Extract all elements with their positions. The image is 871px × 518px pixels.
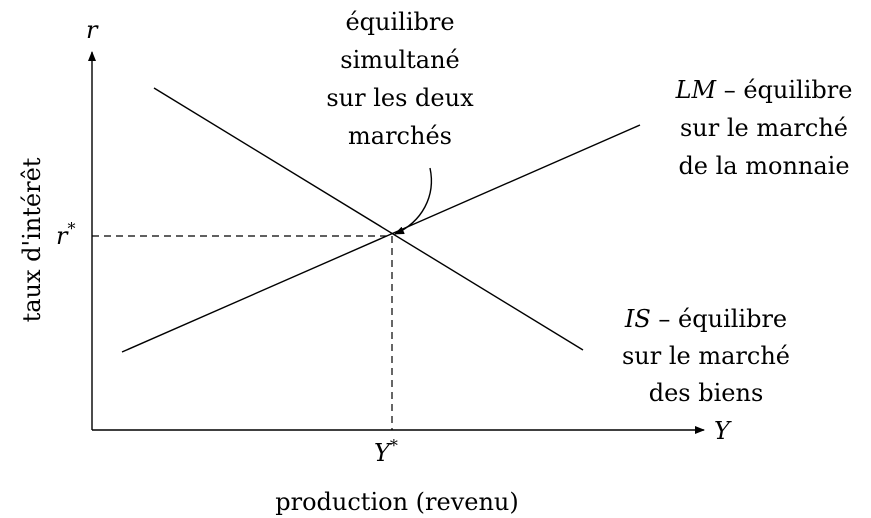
x-axis-symbol: Y xyxy=(714,417,732,445)
lm-label-line-2: sur le marché xyxy=(680,114,848,142)
r-star-label: r* xyxy=(56,219,75,250)
annotation-line-3: sur les deux xyxy=(326,84,474,112)
y-star-label: Y* xyxy=(374,436,398,467)
lm-label: LM – équilibre sur le marché de la monna… xyxy=(675,76,853,180)
annotation-line-2: simultané xyxy=(340,46,460,74)
is-label-line-3: des biens xyxy=(649,379,764,407)
y-axis-label: taux d'intérêt xyxy=(18,157,46,322)
lm-curve xyxy=(121,124,641,353)
annotation-line-4: marchés xyxy=(348,122,452,150)
y-axis-symbol: r xyxy=(86,16,99,44)
x-axis-label: production (revenu) xyxy=(275,488,518,516)
annotation-arrow xyxy=(394,167,432,235)
equilibrium-annotation: équilibre simultané sur les deux marchés xyxy=(326,8,474,150)
lm-label-line-1: LM – équilibre xyxy=(675,76,853,104)
is-curve xyxy=(153,87,584,351)
annotation-line-1: équilibre xyxy=(345,8,454,36)
is-label-line-1: IS – équilibre xyxy=(624,305,787,333)
is-label-line-2: sur le marché xyxy=(622,342,790,370)
is-label: IS – équilibre sur le marché des biens xyxy=(622,305,790,407)
lm-label-line-3: de la monnaie xyxy=(678,152,849,180)
